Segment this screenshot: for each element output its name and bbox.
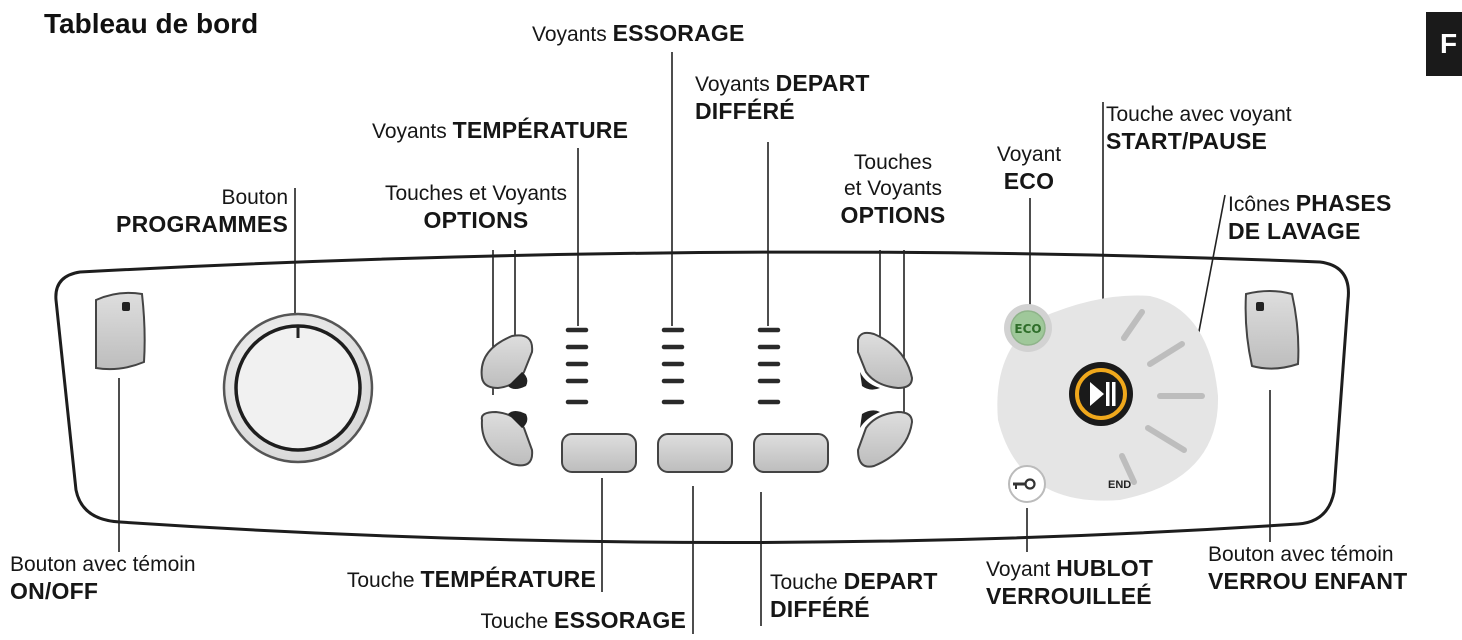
label-line: Bouton <box>221 186 288 209</box>
label-touche-depart: Touche DEPART DIFFÉRÉ <box>770 568 938 624</box>
label-bold: VERROU ENFANT <box>1208 568 1408 594</box>
label-bold: TEMPÉRATURE <box>452 117 629 143</box>
label-bold: DIFFÉRÉ <box>695 98 795 124</box>
label-bold: TEMPÉRATURE <box>420 566 596 592</box>
label-line: Voyant <box>996 143 1062 166</box>
label-prefix: Voyants <box>695 73 770 96</box>
label-bold: DIFFÉRÉ <box>770 596 870 622</box>
label-touche-temperature: Touche TEMPÉRATURE <box>300 566 596 594</box>
option-key-right-upper <box>857 331 914 390</box>
label-bold: OPTIONS <box>423 207 529 233</box>
label-bold: START/PAUSE <box>1106 128 1268 154</box>
depart-leds <box>757 327 781 405</box>
label-line: et Voyants <box>843 177 943 200</box>
programmes-knob[interactable] <box>222 312 374 464</box>
label-line: Touche avec voyant <box>1106 103 1292 126</box>
label-options-right: Touches et Voyants OPTIONS <box>818 150 968 230</box>
label-bold: DEPART <box>843 568 938 594</box>
label-bold: DEPART <box>775 70 870 96</box>
label-voyant-eco: Voyant ECO <box>984 142 1074 196</box>
play-pause-icon <box>1090 382 1104 406</box>
label-prefix: Touche <box>770 571 838 594</box>
label-prefix: Voyants <box>372 120 447 143</box>
label-voyants-essorage: Voyants ESSORAGE <box>532 20 745 48</box>
temperature-leds <box>565 327 589 405</box>
label-prefix: Touche <box>480 610 549 633</box>
label-voyants-depart: Voyants DEPART DIFFÉRÉ <box>695 70 870 126</box>
label-bold: PROGRAMMES <box>116 211 288 237</box>
label-bold: ESSORAGE <box>612 20 745 46</box>
label-prefix: Voyant <box>986 558 1051 581</box>
essorage-key <box>657 433 733 473</box>
option-key-right-lower <box>856 410 914 468</box>
start-pause-button[interactable] <box>1069 362 1133 426</box>
essorage-leds <box>661 327 685 405</box>
label-bold: HUBLOT <box>1056 555 1154 581</box>
label-voyant-hublot: Voyant HUBLOT VERROUILLEÉ <box>986 555 1153 611</box>
label-touche-essorage: Touche ESSORAGE <box>440 607 686 635</box>
on-off-button[interactable] <box>95 291 146 371</box>
label-phases-lavage: Icônes PHASES DE LAVAGE <box>1228 190 1392 246</box>
eco-lamp: ECO <box>1004 304 1052 352</box>
label-line: Bouton avec témoin <box>10 553 196 576</box>
led-bars <box>565 327 781 405</box>
label-bold: ECO <box>1003 168 1055 194</box>
label-verrou-enfant: Bouton avec témoin VERROU ENFANT <box>1208 542 1407 596</box>
label-line: Bouton avec témoin <box>1208 543 1394 566</box>
label-line: Touches et Voyants <box>384 182 568 205</box>
end-text: END <box>1108 479 1131 491</box>
label-start-pause: Touche avec voyant START/PAUSE <box>1106 102 1292 156</box>
label-prefix: Voyants <box>532 23 607 46</box>
child-lock-button[interactable] <box>1244 290 1300 370</box>
label-bold: OPTIONS <box>840 202 946 228</box>
label-prefix: Touche <box>346 569 415 592</box>
label-bold: PHASES <box>1295 190 1392 216</box>
depart-key <box>753 433 829 473</box>
options-left-keys[interactable] <box>480 334 534 467</box>
label-prefix: Icônes <box>1228 193 1290 216</box>
label-voyants-temperature: Voyants TEMPÉRATURE <box>372 117 628 145</box>
door-lock-lamp <box>1008 465 1046 503</box>
label-bold: ESSORAGE <box>554 607 686 633</box>
key-icon <box>1013 478 1036 490</box>
temperature-key <box>561 433 637 473</box>
label-bouton-programmes: Bouton PROGRAMMES <box>80 185 288 239</box>
wash-phase-icons <box>1119 309 1205 485</box>
label-bold: VERROUILLEÉ <box>986 583 1152 609</box>
eco-icon-text: ECO <box>1014 322 1041 336</box>
corner-tab: F <box>1426 12 1462 76</box>
options-right-keys[interactable] <box>856 331 914 468</box>
label-bold: DE LAVAGE <box>1228 218 1361 244</box>
flat-keys[interactable] <box>561 433 829 473</box>
label-on-off: Bouton avec témoin ON/OFF <box>10 552 196 606</box>
page-title: Tableau de bord <box>44 8 259 39</box>
label-line: Touches <box>853 151 933 174</box>
label-bold: ON/OFF <box>10 578 99 604</box>
label-options-left: Touches et Voyants OPTIONS <box>376 181 576 235</box>
